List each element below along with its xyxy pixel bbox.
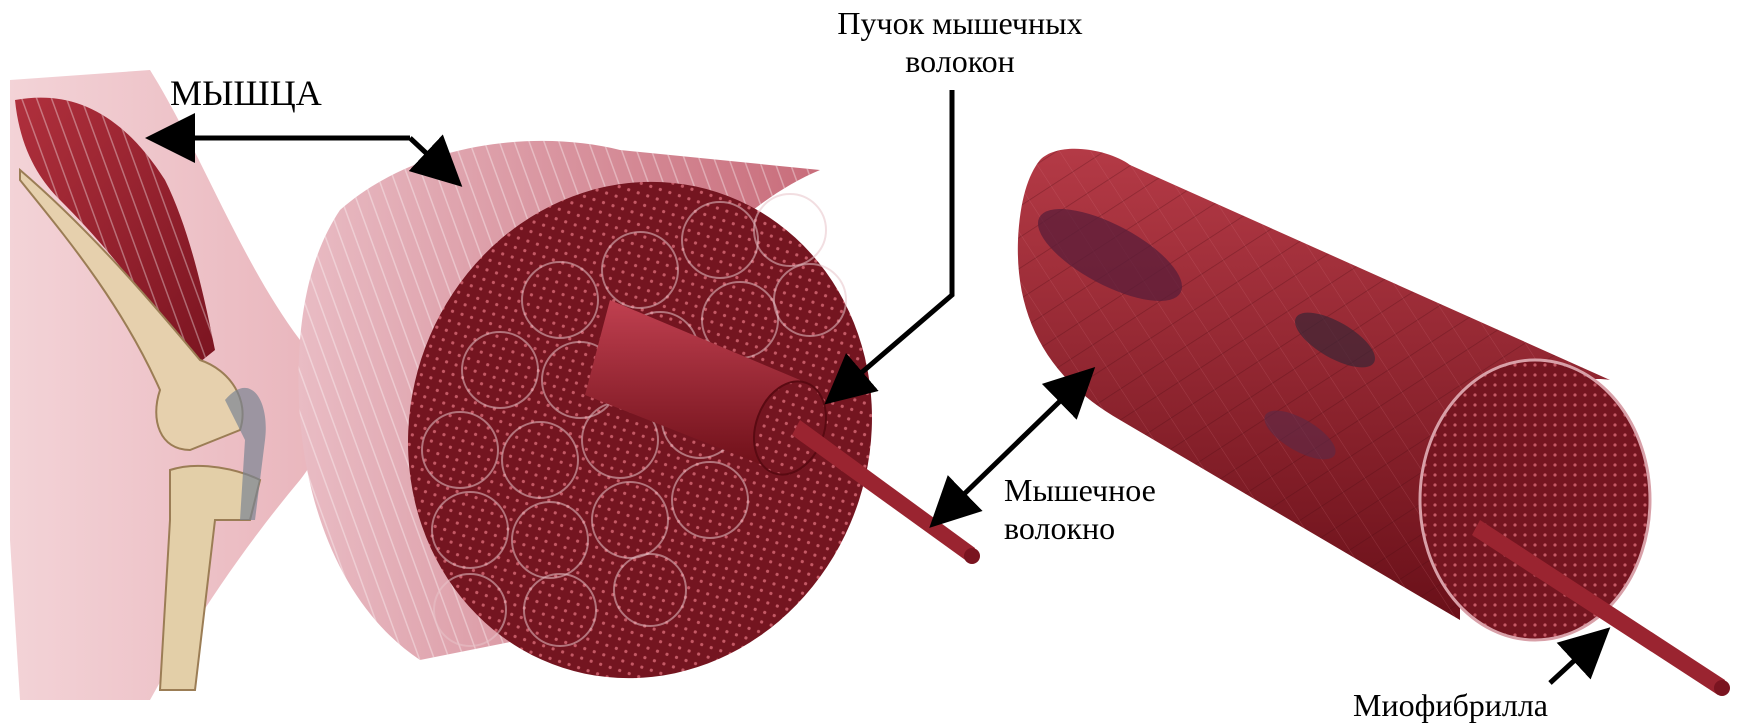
myofibril-label: Миофибрилла [1353, 686, 1548, 724]
leg-knee-illustration [10, 70, 326, 700]
muscle-fiber-illustration [1018, 149, 1730, 696]
muscle-bundle-label-line1: Пучок мышечных [800, 4, 1120, 42]
muscle-bundle-illustration [299, 121, 981, 710]
muscle-fiber-label-line2: волокно [1004, 509, 1156, 547]
muscle-bundle-label-line2: волокон [800, 42, 1120, 80]
muscle-label: МЫШЦА [170, 74, 322, 112]
fiber-cross-section [1420, 360, 1650, 640]
muscle-fiber-label: Мышечное волокно [1004, 471, 1156, 547]
muscle-fiber-label-line1: Мышечное [1004, 471, 1156, 509]
muscle-bundle-label: Пучок мышечных волокон [800, 4, 1120, 80]
arrow-myofibril [1550, 634, 1603, 683]
